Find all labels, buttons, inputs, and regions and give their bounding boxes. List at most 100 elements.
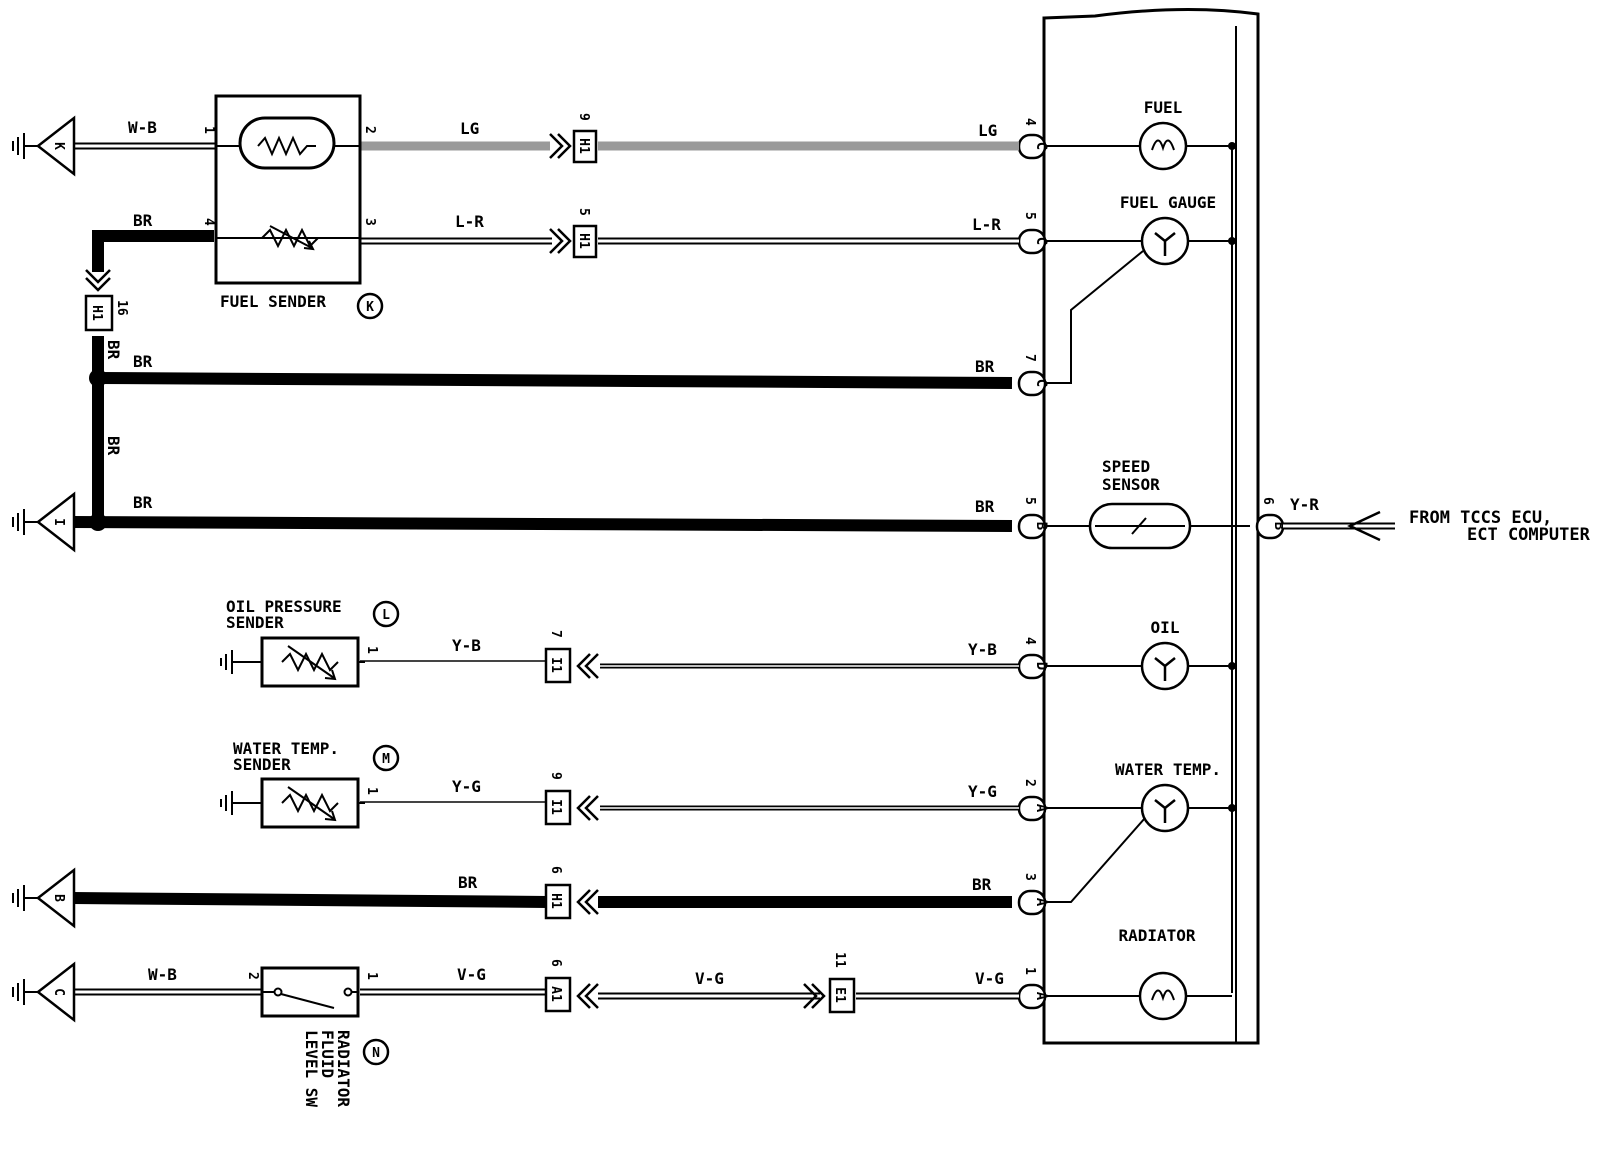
water-temp-sender: WATER TEMP. SENDER M 1 bbox=[220, 739, 400, 829]
speed-sensor: SPEED SENSOR bbox=[1044, 457, 1250, 550]
pin-label: 3 bbox=[362, 218, 377, 226]
radiator-warning-lamp: RADIATOR bbox=[1044, 926, 1232, 1021]
connector-h1-6: H1 6 bbox=[544, 866, 599, 920]
wire-label: L-R bbox=[972, 215, 1001, 234]
pin-5b: B 5 bbox=[1017, 497, 1049, 540]
wire-v-g: V-G V-G V-G bbox=[360, 965, 1019, 1000]
pin-label: 1 bbox=[201, 126, 216, 134]
connector-pin: 9 bbox=[576, 113, 591, 121]
wire-y-b: Y-B Y-B bbox=[360, 636, 1019, 669]
water-temp-label: WATER TEMP. bbox=[1115, 760, 1221, 779]
pin-number: 3 bbox=[1022, 873, 1037, 881]
oil-sender-label-1: OIL PRESSURE bbox=[226, 597, 342, 616]
pin-number: 6 bbox=[1260, 497, 1275, 505]
fuel-label: FUEL bbox=[1144, 98, 1183, 117]
connector-id: I1 bbox=[548, 657, 563, 673]
pin-number: 4 bbox=[1022, 118, 1037, 126]
oil-sender-label-2: SENDER bbox=[226, 613, 284, 632]
wire-label: V-G bbox=[975, 969, 1004, 988]
fuel-warning-lamp: FUEL bbox=[1044, 98, 1232, 171]
pin-7c: C 7 bbox=[1017, 354, 1049, 397]
connector-id: H1 bbox=[576, 233, 591, 249]
wire-label: Y-R bbox=[1290, 495, 1319, 514]
pin-6b: B 6 bbox=[1255, 497, 1287, 540]
pin-number: 7 bbox=[1022, 354, 1037, 362]
wires: W-B LG LG L-R L-R BR BR bbox=[71, 118, 1395, 1000]
wire-label: BR bbox=[972, 875, 992, 894]
connector-pin: 9 bbox=[548, 772, 563, 780]
wire-w-b-fuel-sender: W-B bbox=[72, 118, 218, 150]
wire-label: BR bbox=[104, 436, 123, 456]
ground-letter: K bbox=[51, 142, 66, 150]
ground-letter: C bbox=[51, 988, 66, 996]
pin-letter: C bbox=[1033, 237, 1049, 245]
ground-k: K bbox=[12, 115, 76, 177]
connector-a1-6: A1 6 bbox=[544, 959, 599, 1013]
wire-label: BR bbox=[133, 352, 153, 371]
wire-br-fuel-sender: BR bbox=[92, 211, 214, 272]
pin-number: 1 bbox=[1022, 967, 1037, 975]
fuel-sender: 1 2 4 3 FUEL SENDER K bbox=[201, 94, 384, 320]
pin-label: 1 bbox=[364, 972, 379, 980]
fuel-sender-id: K bbox=[366, 300, 374, 315]
wire-label: Y-G bbox=[452, 777, 481, 796]
water-sender-label-1: WATER TEMP. bbox=[233, 739, 339, 758]
wire-label: V-G bbox=[695, 969, 724, 988]
wire-l-r: L-R L-R bbox=[360, 212, 1019, 245]
radiator-label: RADIATOR bbox=[1118, 926, 1195, 945]
wire-label: BR bbox=[133, 493, 153, 512]
wire-label: LG bbox=[978, 121, 997, 140]
pin-letter: B bbox=[1033, 522, 1049, 530]
oil-gauge: OIL bbox=[1044, 618, 1232, 691]
wire-label: W-B bbox=[148, 965, 177, 984]
speed-sensor-label-2: SENSOR bbox=[1102, 475, 1160, 494]
fuel-gauge-label: FUEL GAUGE bbox=[1120, 193, 1216, 212]
pin-letter: C bbox=[1033, 379, 1049, 387]
wire-label: LG bbox=[460, 119, 479, 138]
connector-pin: 11 bbox=[832, 952, 847, 968]
wire-label: Y-G bbox=[968, 782, 997, 801]
pin-number: 5 bbox=[1022, 212, 1037, 220]
meter-connector-pins: C 4 C 5 C 7 B 5 D 4 A 2 A bbox=[1017, 118, 1287, 1010]
wire-label: BR bbox=[975, 497, 995, 516]
connector-e1-11: E1 11 bbox=[803, 952, 856, 1014]
ground-i: I bbox=[12, 491, 76, 553]
connector-pin: 16 bbox=[114, 300, 129, 316]
oil-label: OIL bbox=[1151, 618, 1180, 637]
pin-number: 2 bbox=[1022, 779, 1037, 787]
wire-br-7c: BR BR bbox=[97, 352, 1013, 389]
rad-sw-label-2: FLUID bbox=[318, 1030, 337, 1078]
ground-c: C bbox=[12, 961, 76, 1023]
connector-id: H1 bbox=[89, 305, 104, 321]
wire-label: BR bbox=[104, 340, 123, 360]
wire-label: W-B bbox=[128, 118, 157, 137]
connector-h1-9: H1 9 bbox=[549, 113, 598, 164]
pin-letter: A bbox=[1033, 804, 1049, 813]
pin-letter: C bbox=[1033, 142, 1049, 150]
pin-number: 4 bbox=[1022, 637, 1037, 645]
pin-letter: A bbox=[1033, 898, 1049, 907]
external-line-2: ECT COMPUTER bbox=[1467, 525, 1591, 545]
pin-label: 2 bbox=[362, 126, 377, 134]
wire-w-b-radiator: W-B bbox=[72, 965, 262, 996]
wire-label: BR bbox=[133, 211, 153, 230]
wire-br-5b: BR BR bbox=[71, 493, 1013, 532]
connector-pin: 6 bbox=[548, 866, 563, 874]
water-temp-gauge: WATER TEMP. bbox=[1044, 760, 1232, 903]
combination-meter: FUEL FUEL GAUGE SPEED SENSOR OIL bbox=[1042, 7, 1260, 1045]
connector-h1-5: H1 5 bbox=[549, 208, 598, 259]
connector-i1-9: I1 9 bbox=[544, 772, 599, 826]
connector-id: H1 bbox=[548, 893, 563, 909]
pin-letter: D bbox=[1033, 662, 1049, 670]
pin-label: 1 bbox=[364, 787, 379, 795]
connector-pin: 7 bbox=[548, 630, 563, 638]
wire-br-vertical: BR BR bbox=[89, 336, 123, 531]
wire-label: Y-B bbox=[968, 640, 997, 659]
wire-br-3a: BR BR bbox=[71, 873, 1012, 908]
ground-letter: B bbox=[51, 894, 66, 902]
pin-1a: A 1 bbox=[1017, 967, 1049, 1010]
external-line-1: FROM TCCS ECU, bbox=[1409, 508, 1552, 528]
wire-label: V-G bbox=[457, 965, 486, 984]
inline-connectors: H1 9 H1 5 H1 16 I1 7 I1 9 bbox=[84, 113, 856, 1014]
